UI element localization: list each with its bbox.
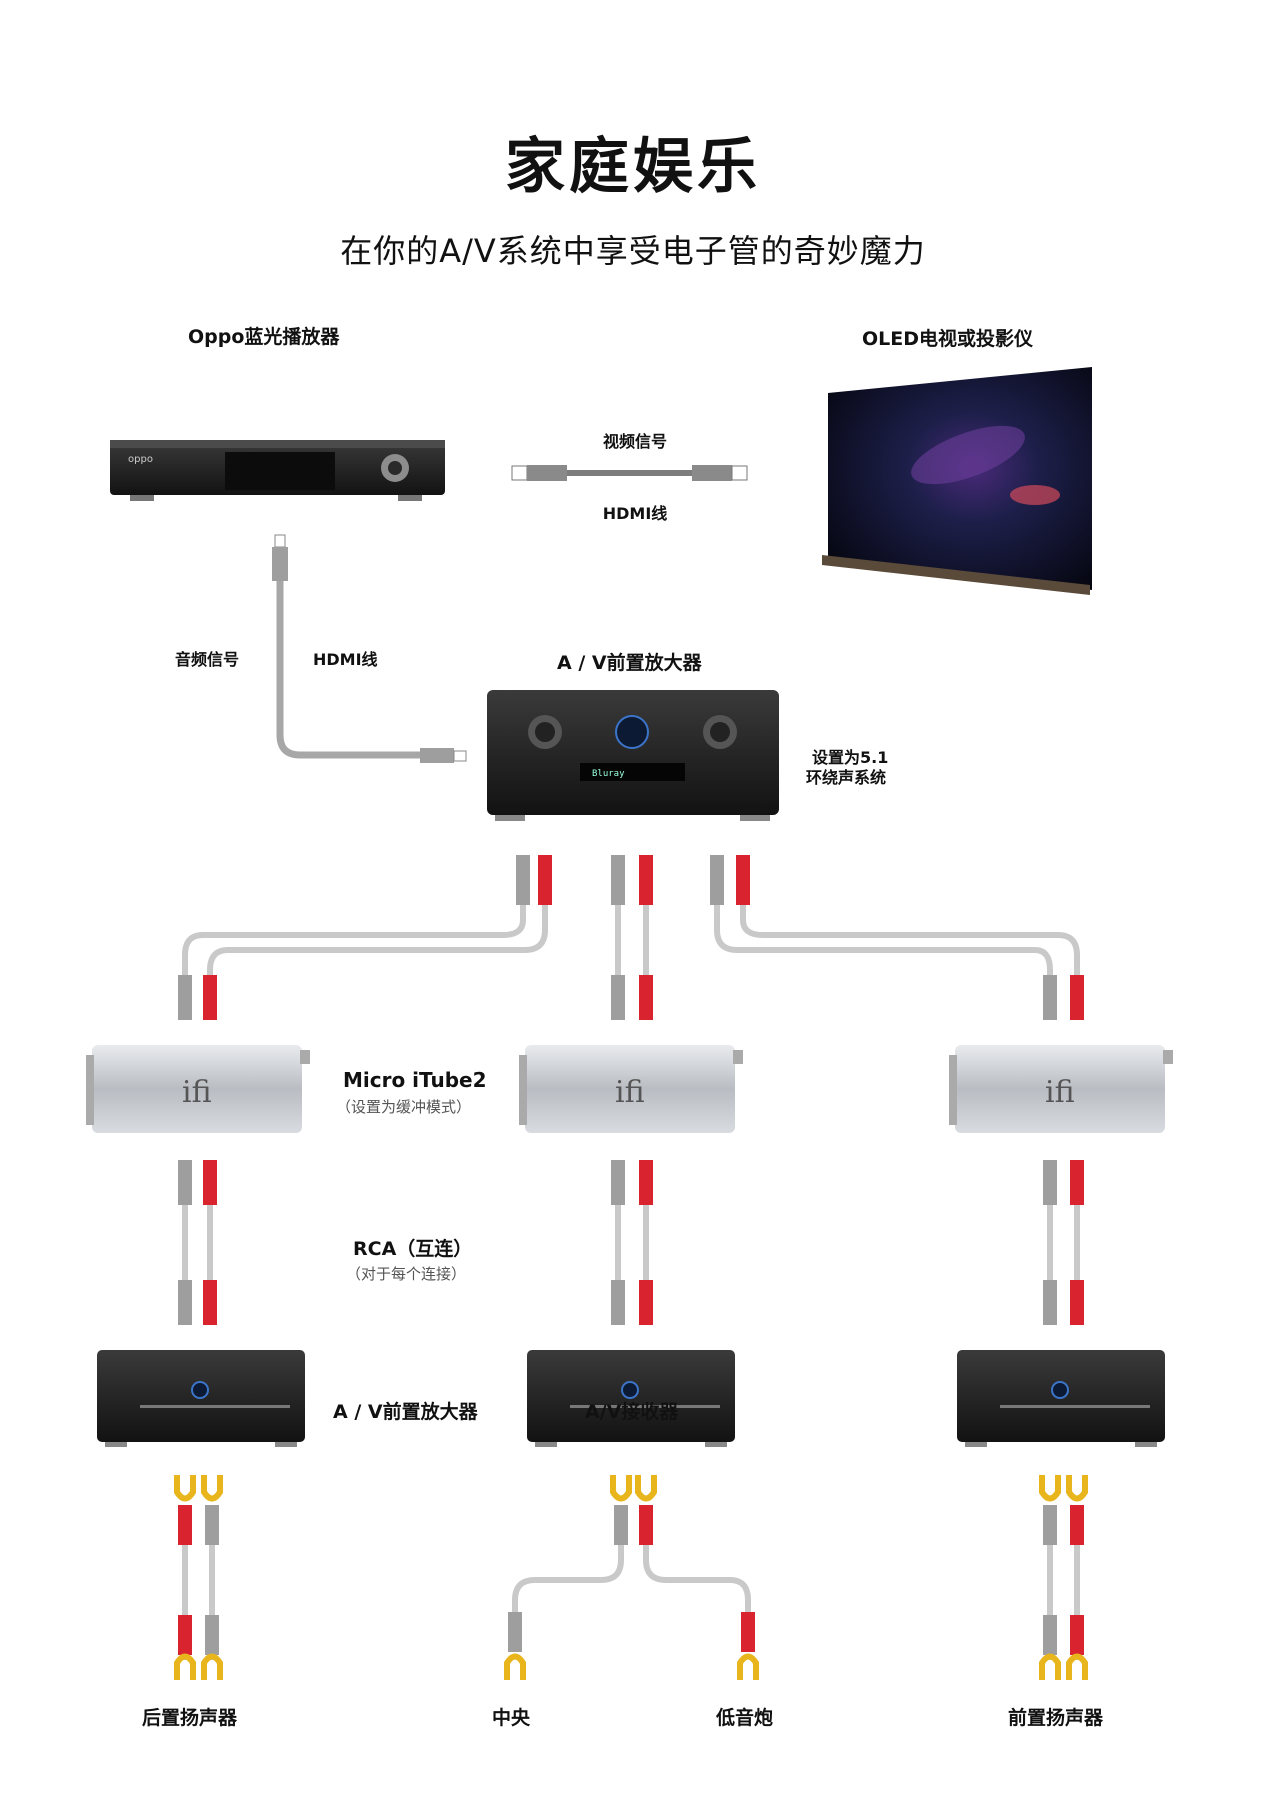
svg-text:ifi: ifi: [1045, 1075, 1075, 1110]
svg-text:ifi: ifi: [615, 1075, 645, 1110]
preamp-note-line1: 设置为5.1: [812, 748, 889, 767]
hdmi-cable-audio: [272, 534, 467, 763]
power-amp-left: [97, 1350, 305, 1447]
amp-center-label: A/V接收器: [585, 1401, 679, 1423]
svg-text:ifi: ifi: [182, 1075, 212, 1110]
svg-text:Bluray: Bluray: [592, 769, 625, 779]
preamp-note-line2: 环绕声系统: [806, 768, 887, 787]
hdmi-top-label: HDMI线: [602, 504, 668, 523]
page-subtitle: 在你的A/V系统中享受电子管的奇妙魔力: [340, 232, 926, 270]
speaker-cable-front: [1039, 1475, 1088, 1680]
tv-label: OLED电视或投影仪: [862, 328, 1034, 350]
rca-plugs-upper: [178, 855, 1084, 1020]
amp-left-label: A / V前置放大器: [333, 1401, 478, 1423]
ifi-itube-left: ifi: [86, 1045, 310, 1133]
av-preamp-icon: Bluray: [487, 690, 779, 821]
hdmi-cable-video: [511, 465, 748, 481]
rca-label: RCA（互连）: [353, 1238, 473, 1260]
rca-cables-upper: [182, 902, 1080, 978]
itube-label: Micro iTube2: [343, 1068, 487, 1092]
speaker-cable-center-sub: [504, 1475, 759, 1680]
power-amp-center: [527, 1350, 735, 1447]
svg-text:oppo: oppo: [128, 454, 153, 465]
speaker-cable-rear: [174, 1475, 223, 1680]
speaker-front-label: 前置扬声器: [1008, 1707, 1104, 1729]
ifi-itube-center: ifi: [519, 1045, 743, 1133]
page-title: 家庭娱乐: [505, 132, 761, 202]
speaker-rear-label: 后置扬声器: [142, 1707, 238, 1729]
itube-note: （设置为缓冲模式）: [336, 1098, 472, 1116]
speaker-sub-label: 低音炮: [716, 1707, 774, 1729]
audio-signal-label: 音频信号: [175, 650, 240, 669]
rca-cables-lower: [178, 1160, 1084, 1325]
blu-ray-player-icon: oppo: [110, 440, 445, 501]
hdmi-side-label: HDMI线: [313, 650, 378, 669]
rca-note: （对于每个连接）: [346, 1265, 467, 1283]
oled-tv-icon: [822, 367, 1092, 595]
preamp-label: A / V前置放大器: [557, 652, 702, 674]
power-amp-right: [957, 1350, 1165, 1447]
video-signal-label: 视频信号: [602, 432, 667, 451]
speaker-center-label: 中央: [492, 1707, 531, 1729]
ifi-itube-right: ifi: [949, 1045, 1173, 1133]
player-label: Oppo蓝光播放器: [188, 326, 340, 348]
